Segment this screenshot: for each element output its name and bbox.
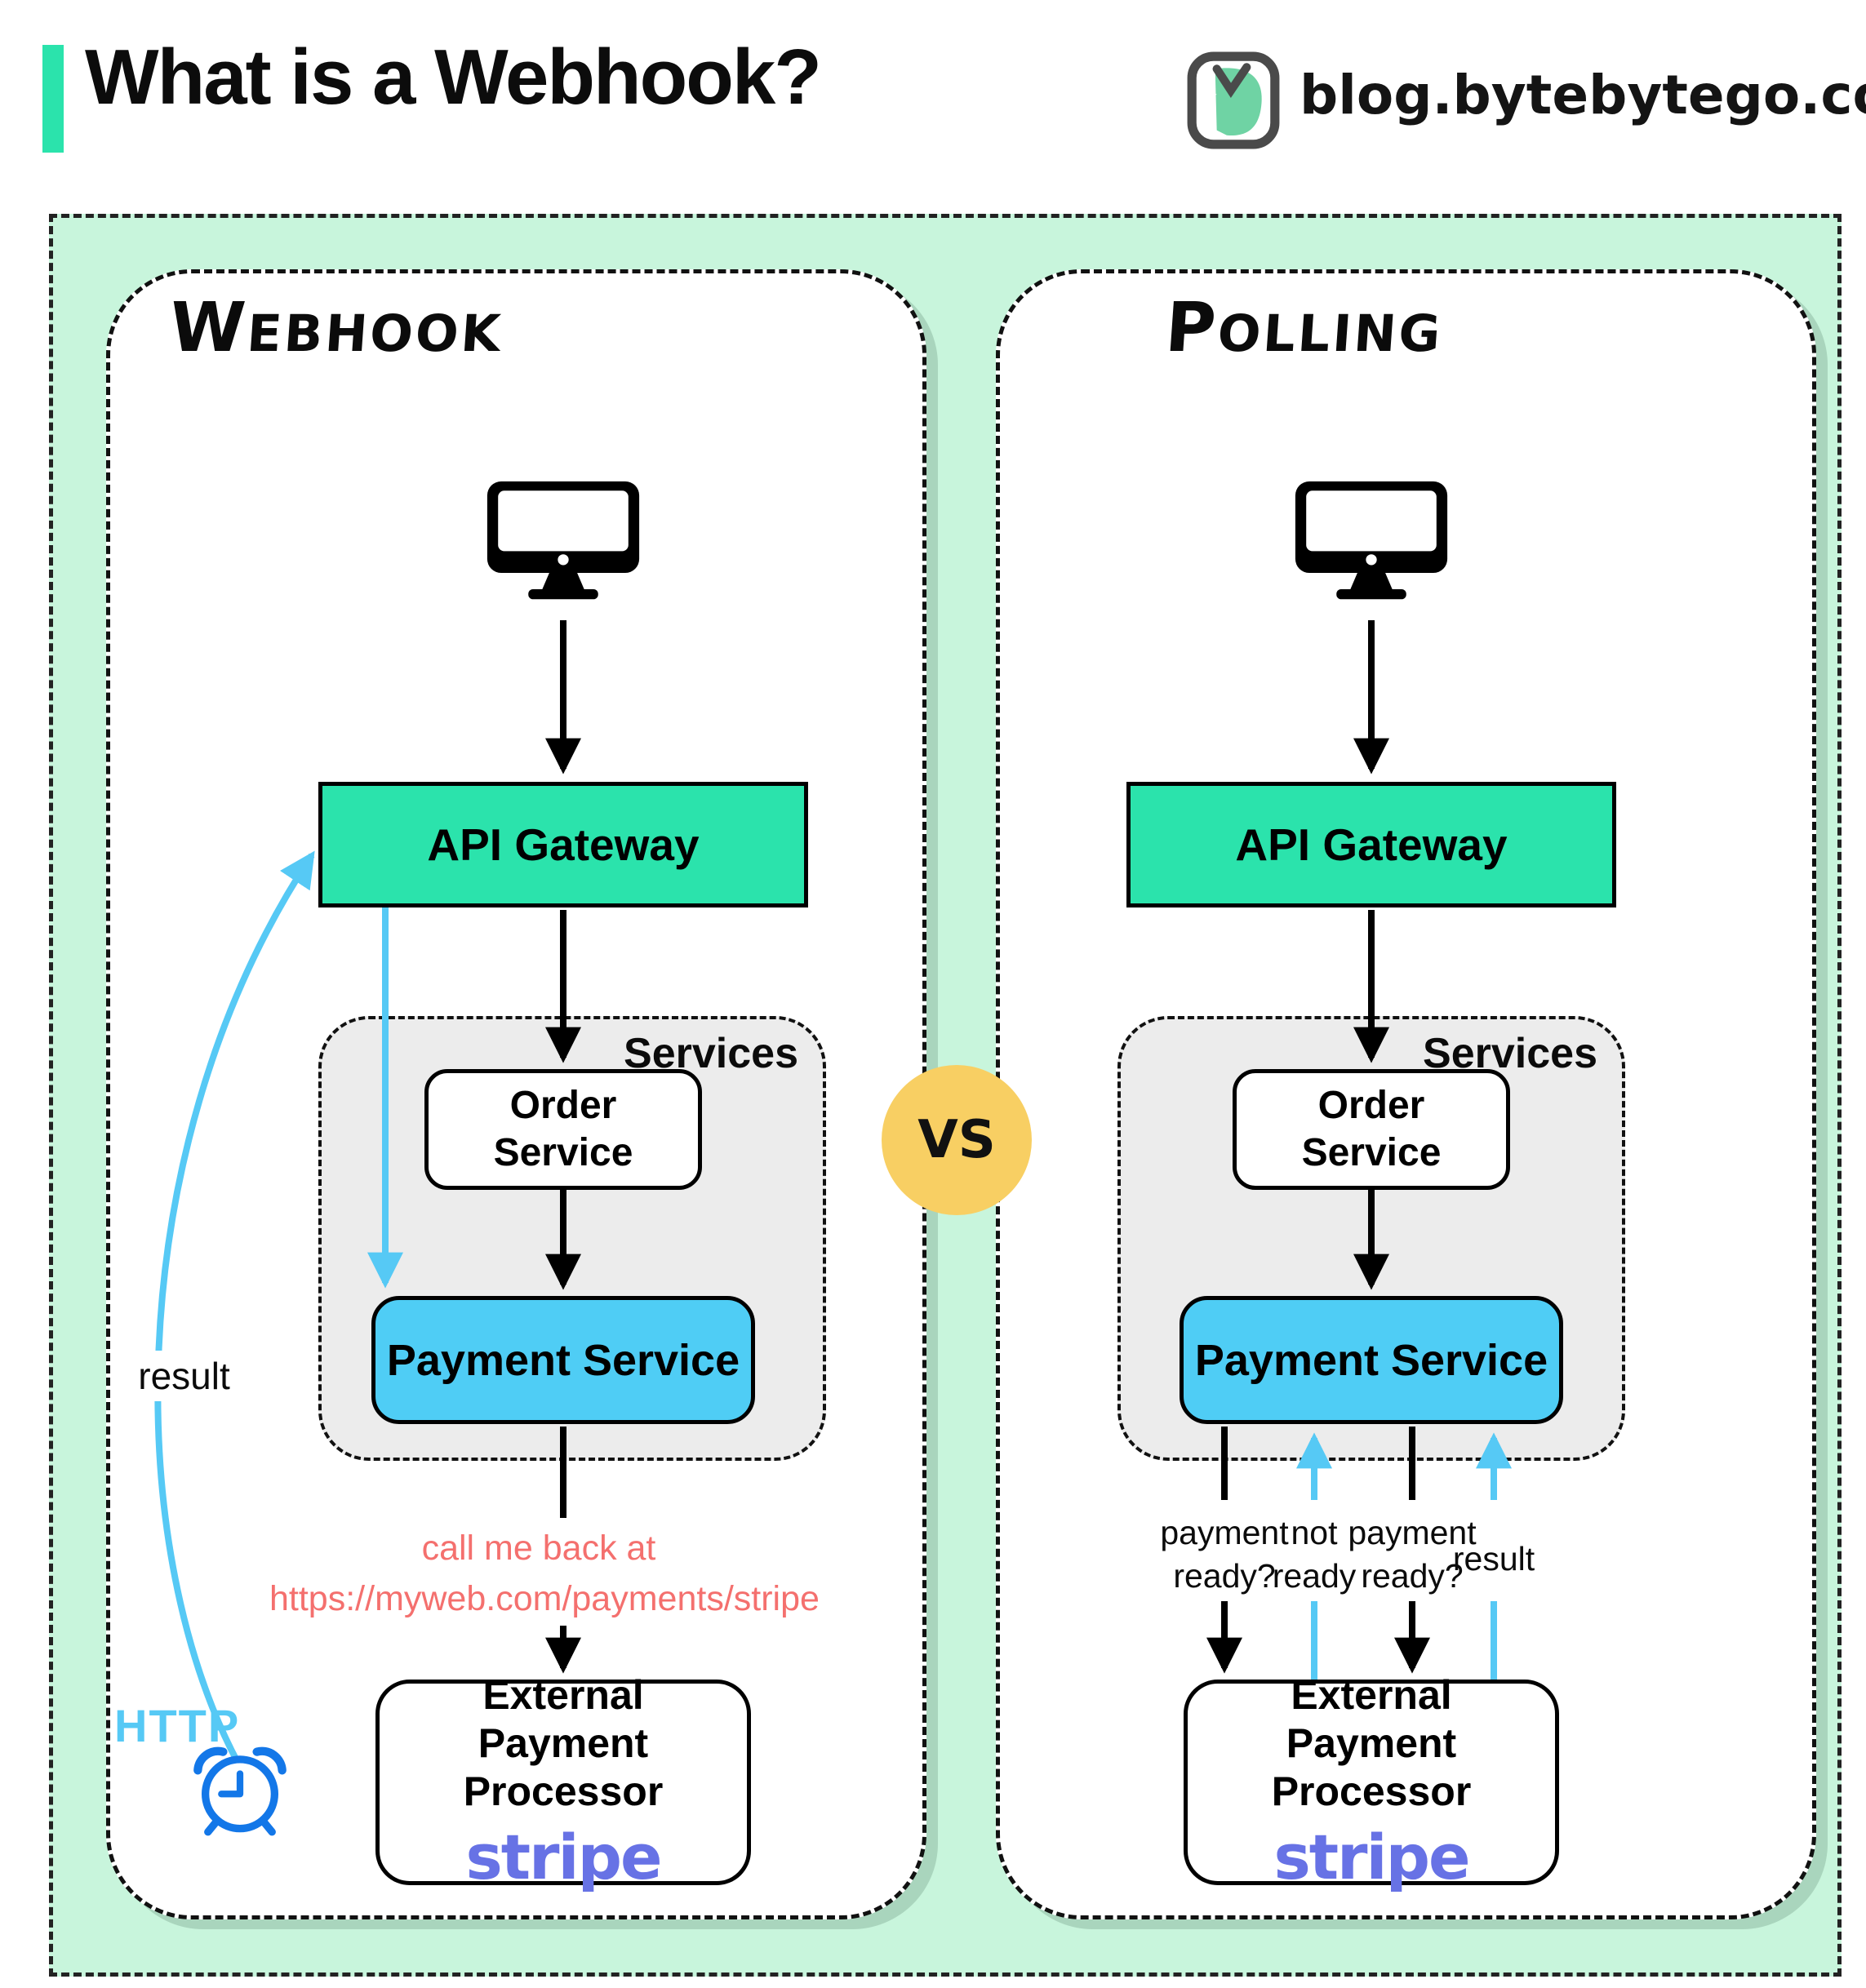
callback-note-line1: call me back at xyxy=(421,1529,656,1568)
webhook-payment-service-box: Payment Service xyxy=(371,1296,755,1424)
external-processor-line2: Payment Processor xyxy=(1271,1720,1472,1814)
webhook-external-processor-box: External Payment Processor stripe xyxy=(375,1672,751,1893)
polling-label-result: result xyxy=(1452,1540,1535,1578)
polling-client-computer-icon xyxy=(1295,481,1448,600)
webhook-api-gateway-box: API Gateway xyxy=(318,782,808,907)
page-title: What is a Webhook? xyxy=(85,33,822,121)
webhook-callback-note: call me back at https://myweb.com/paymen… xyxy=(269,1523,820,1625)
title-accent-bar xyxy=(42,45,64,153)
bytebytego-owl-logo-icon xyxy=(1187,51,1280,149)
external-processor-line1: External xyxy=(1291,1671,1452,1718)
webhook-order-service-box: Order Service xyxy=(424,1069,702,1190)
external-processor-line2: Payment Processor xyxy=(463,1720,664,1814)
stripe-logo: stripe xyxy=(465,1820,662,1893)
webhook-panel-title: Webhook xyxy=(167,287,505,367)
polling-panel-title: Polling xyxy=(1162,287,1445,367)
callback-note-line2: https://myweb.com/payments/stripe xyxy=(269,1579,820,1619)
polling-external-processor-box: External Payment Processor stripe xyxy=(1184,1672,1559,1893)
stripe-logo: stripe xyxy=(1273,1820,1470,1893)
polling-api-gateway-box: API Gateway xyxy=(1126,782,1616,907)
site-url: blog.bytebytego.com xyxy=(1300,64,1866,126)
polling-label-payment-ready-1: payment ready? xyxy=(1160,1514,1289,1595)
external-processor-line1: External xyxy=(482,1671,644,1718)
webhook-client-computer-icon xyxy=(486,481,640,600)
alarm-clock-icon xyxy=(193,1746,287,1836)
polling-label-not-ready: not ready xyxy=(1272,1514,1357,1595)
polling-order-service-box: Order Service xyxy=(1233,1069,1510,1190)
polling-payment-service-box: Payment Service xyxy=(1180,1296,1563,1424)
webhook-result-label: result xyxy=(113,1351,255,1401)
polling-label-payment-ready-2: payment ready? xyxy=(1348,1514,1477,1595)
vs-badge: VS xyxy=(882,1065,1032,1215)
